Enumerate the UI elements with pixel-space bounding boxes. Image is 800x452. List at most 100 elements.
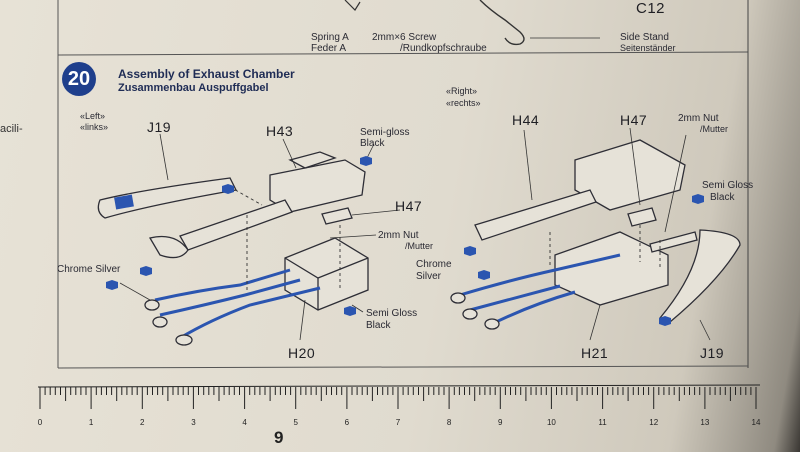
left-marker-semi-gloss-b <box>344 306 356 316</box>
left-marker-chrome <box>140 266 152 276</box>
part-h43: H43 <box>266 123 294 139</box>
left-margin-fragment: acili- <box>0 123 23 135</box>
right-marker-chrome <box>464 246 476 256</box>
left-marker-shield <box>222 184 234 194</box>
right-nut-german-label: /Mutter <box>700 124 729 134</box>
ruler-tick-label: 14 <box>751 418 761 427</box>
left-tube-end-1 <box>144 299 160 311</box>
ruler-tick-label: 13 <box>700 418 710 427</box>
spring-a-label: Spring A <box>311 32 349 43</box>
step-number-badge: 20 <box>62 62 96 96</box>
screw-german-label: /Rundkopfschraube <box>400 43 487 54</box>
left-nut-german-label: /Mutter <box>405 241 434 251</box>
ruler-tick-label: 7 <box>395 418 401 427</box>
right-tube-ends <box>450 292 500 330</box>
right-side-german-label: «rechts» <box>446 98 481 108</box>
ruler-tick-label: 12 <box>649 418 659 427</box>
left-guide-lines <box>229 186 341 290</box>
ruler <box>37 384 761 409</box>
ruler-tick-label: 9 <box>498 418 503 427</box>
left-marker-semi-gloss <box>360 156 372 166</box>
left-h43-chamber <box>269 159 366 213</box>
left-j19-blue-mark <box>114 194 134 210</box>
ruler-tick-label: 2 <box>140 418 145 427</box>
left-semi-gloss-b-label: Semi Gloss <box>366 308 418 319</box>
step-frame-top <box>57 51 749 56</box>
ruler-ticks <box>39 387 757 409</box>
spring-a-drawing <box>344 0 361 11</box>
ruler-tick-label: 1 <box>88 418 94 427</box>
left-leader-lines <box>119 133 401 341</box>
side-stand-label: Side Stand <box>620 32 669 43</box>
spring-a-german-label: Feder A <box>311 43 347 54</box>
semi-gloss-label: Semi-gloss <box>360 127 410 138</box>
right-semi-gloss-label: Semi Gloss <box>702 180 754 191</box>
part-h44: H44 <box>512 112 540 128</box>
semi-gloss-black-label: Black <box>360 138 385 149</box>
part-code-c12: C12 <box>636 0 666 17</box>
left-exhaust-tubes <box>154 268 321 340</box>
right-h47-bracket <box>627 207 657 227</box>
right-exhaust-assembly <box>474 139 741 323</box>
ruler-tick-label: 5 <box>293 418 298 427</box>
right-tube-1 <box>459 253 621 297</box>
part-j19-left: J19 <box>147 119 172 135</box>
left-fork-end <box>148 235 189 259</box>
right-side-label: «Right» <box>446 86 478 96</box>
left-paint-markers <box>106 156 372 316</box>
right-exhaust-pipe <box>474 189 597 241</box>
ruler-tick-label: 6 <box>344 418 350 427</box>
left-nut-label: 2mm Nut <box>378 230 419 241</box>
left-tube-end-3 <box>175 334 193 346</box>
right-silver-label: Silver <box>416 271 442 282</box>
page-number: 9 <box>274 428 284 447</box>
right-chrome-label: Chrome <box>416 259 452 270</box>
step-title: Assembly of Exhaust Chamber <box>118 67 295 81</box>
side-stand-drawing <box>479 0 525 46</box>
left-semi-gloss-b-black-label: Black <box>366 320 391 331</box>
part-h47-right: H47 <box>620 112 648 128</box>
right-nut-plate <box>649 231 698 253</box>
left-side-german-label: «links» <box>80 122 109 132</box>
left-tube-1 <box>154 268 291 302</box>
part-j19-right: J19 <box>700 345 725 361</box>
right-h44-chamber <box>574 139 686 211</box>
left-h43-mount <box>288 151 337 169</box>
right-paint-markers <box>464 194 704 326</box>
left-marker-chrome-2 <box>106 280 118 290</box>
left-j19-shield <box>97 177 237 219</box>
screw-label: 2mm×6 Screw <box>372 32 437 43</box>
part-h21: H21 <box>581 345 609 361</box>
side-stand-german-label: Seitenständer <box>620 43 676 53</box>
ruler-tick-label: 11 <box>598 418 607 427</box>
ruler-tick-label: 0 <box>37 418 43 427</box>
right-semi-gloss-black-label: Black <box>710 192 735 203</box>
right-marker-chrome-2 <box>478 270 490 280</box>
ruler-tick-label: 8 <box>446 418 452 427</box>
part-h47-left: H47 <box>395 198 423 214</box>
left-chrome-silver-label: Chrome Silver <box>57 264 121 275</box>
ruler-tick-label: 3 <box>191 418 196 427</box>
ruler-tick-label: 4 <box>242 418 247 427</box>
left-side-label: «Left» <box>80 111 106 121</box>
right-tube-3 <box>489 290 576 327</box>
step-frame-bottom <box>57 365 749 369</box>
ruler-tick-label: 10 <box>546 418 556 427</box>
right-tube-2 <box>469 284 561 312</box>
right-j19-shield <box>658 229 741 323</box>
right-marker-semi-gloss <box>692 194 704 204</box>
right-guide-lines <box>549 225 661 268</box>
part-h20: H20 <box>288 345 316 361</box>
left-tube-end-2 <box>152 316 168 328</box>
left-tube-ends <box>144 299 193 346</box>
left-tube-2 <box>159 278 301 317</box>
left-h47-bracket <box>321 207 353 225</box>
ruler-baseline <box>37 384 761 388</box>
left-tube-3 <box>179 286 321 340</box>
left-exhaust-pipe <box>179 199 293 251</box>
right-marker-shield <box>659 316 671 326</box>
right-nut-label: 2mm Nut <box>678 113 719 124</box>
right-leader-lines <box>523 127 711 341</box>
step-title-german: Zusammenbau Auspuffgabel <box>118 82 269 94</box>
